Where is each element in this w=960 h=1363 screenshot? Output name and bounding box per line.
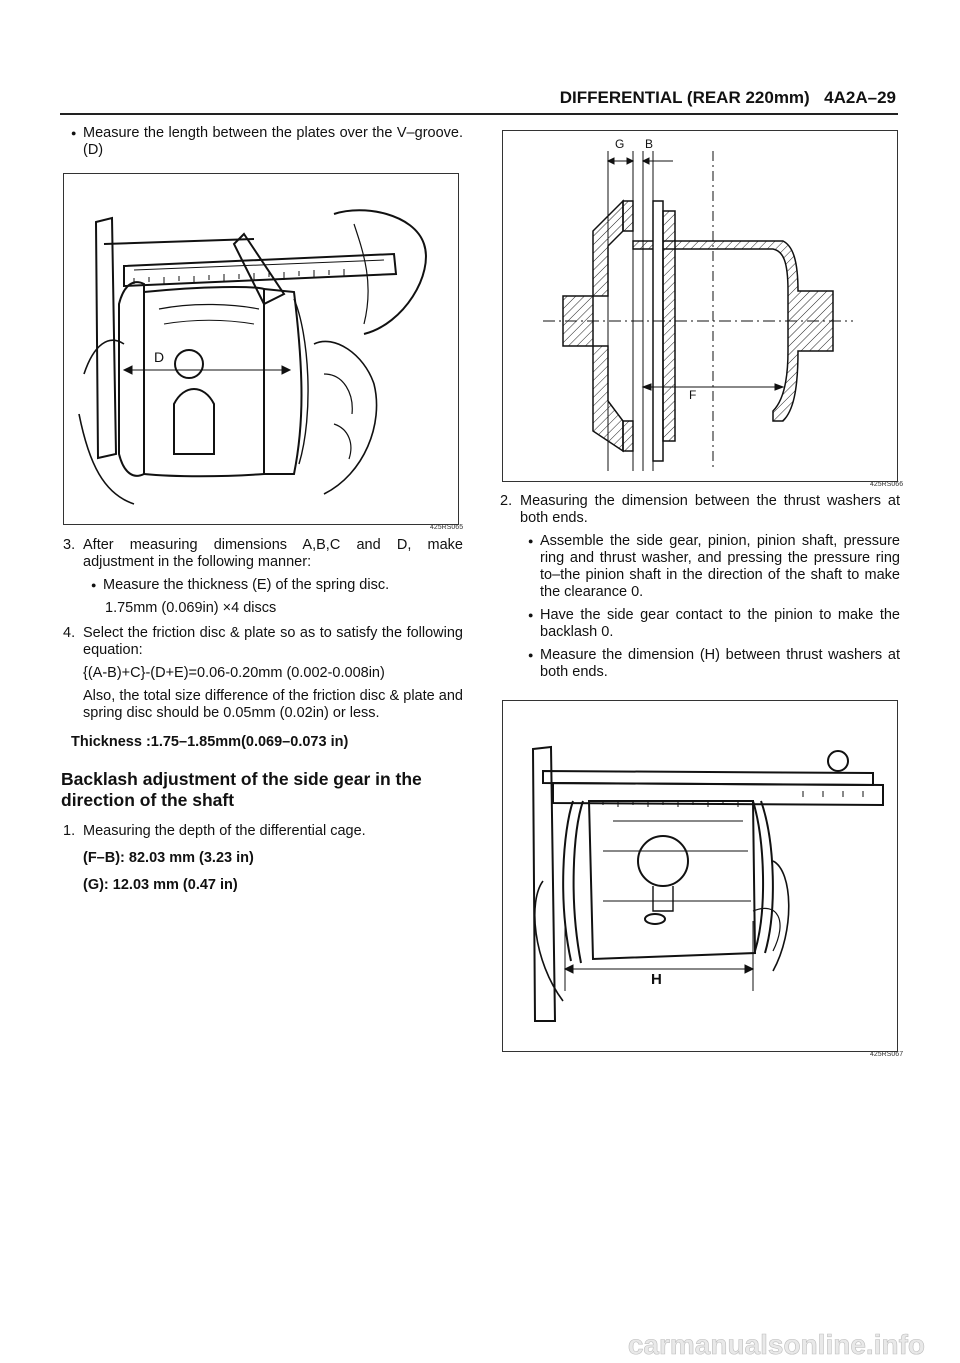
step-2: 2. Measuring the dimension between the t… <box>500 493 900 526</box>
figure-id-2: 425RS066 <box>870 481 904 488</box>
bullet-measure-d: Measure the length between the plates ov… <box>63 125 463 159</box>
caliper-washers-illustration: H <box>531 745 884 1022</box>
spec-fb: (F–B): 82.03 mm (3.23 in) <box>83 850 254 866</box>
figure-caliper-washers: H <box>502 700 898 1052</box>
thickness-spec: Thickness :1.75–1.85mm(0.069–0.073 in) <box>71 734 349 750</box>
dimension-label-h: H <box>651 971 662 988</box>
bullet-spring-disc: Measure the thickness (E) of the spring … <box>83 577 463 594</box>
figure-cage-section: G B F <box>502 130 898 482</box>
figure-id-1: 425RS065 <box>430 524 464 531</box>
left-intro: Measure the length between the plates ov… <box>63 125 463 159</box>
page-header: DIFFERENTIAL (REAR 220mm) 4A2A–29 <box>560 88 896 108</box>
step-3: 3. After measuring dimensions A,B,C and … <box>63 537 463 570</box>
watermark-graphic: carmanualsonline.info <box>628 1329 926 1361</box>
step-1: 1. Measuring the depth of the differenti… <box>63 823 366 839</box>
page-number: 4A2A–29 <box>824 88 896 107</box>
dimension-label-f: F <box>689 388 696 402</box>
figure-caliper-plates: D <box>63 173 459 525</box>
spec-g: (G): 12.03 mm (0.47 in) <box>83 877 238 893</box>
section-heading: Backlash adjustment of the side gear in … <box>61 769 422 810</box>
bullet-assemble: Assemble the side gear, pinion, pinion s… <box>520 533 900 601</box>
right-body: 2. Measuring the dimension between the t… <box>500 493 900 681</box>
watermark-text: carmanualsonline.info <box>628 1329 925 1358</box>
spring-disc-value: 1.75mm (0.069in) ×4 discs <box>105 600 277 616</box>
cage-section-illustration: G B F <box>543 137 853 471</box>
equation: {(A-B)+C}-(D+E)=0.06-0.20mm (0.002-0.008… <box>83 665 385 681</box>
bullet-backlash: Have the side gear contact to the pinion… <box>520 607 900 641</box>
figure-id-3: 425RS067 <box>870 1051 904 1058</box>
left-body: 3. After measuring dimensions A,B,C and … <box>61 537 463 894</box>
dimension-label-d: D <box>154 349 164 365</box>
header-rule <box>60 113 898 115</box>
caliper-plates-illustration: D <box>78 209 427 505</box>
footer-watermark: carmanualsonline.info <box>0 1328 960 1361</box>
dimension-label-b: B <box>645 137 653 151</box>
section-title: DIFFERENTIAL (REAR 220mm) <box>559 88 810 107</box>
bullet-measure-h: Measure the dimension (H) between thrust… <box>520 647 900 681</box>
step-4: 4. Select the friction disc & plate so a… <box>63 625 463 658</box>
dimension-label-g: G <box>615 137 624 151</box>
also-note: Also, the total size difference of the f… <box>83 688 463 721</box>
